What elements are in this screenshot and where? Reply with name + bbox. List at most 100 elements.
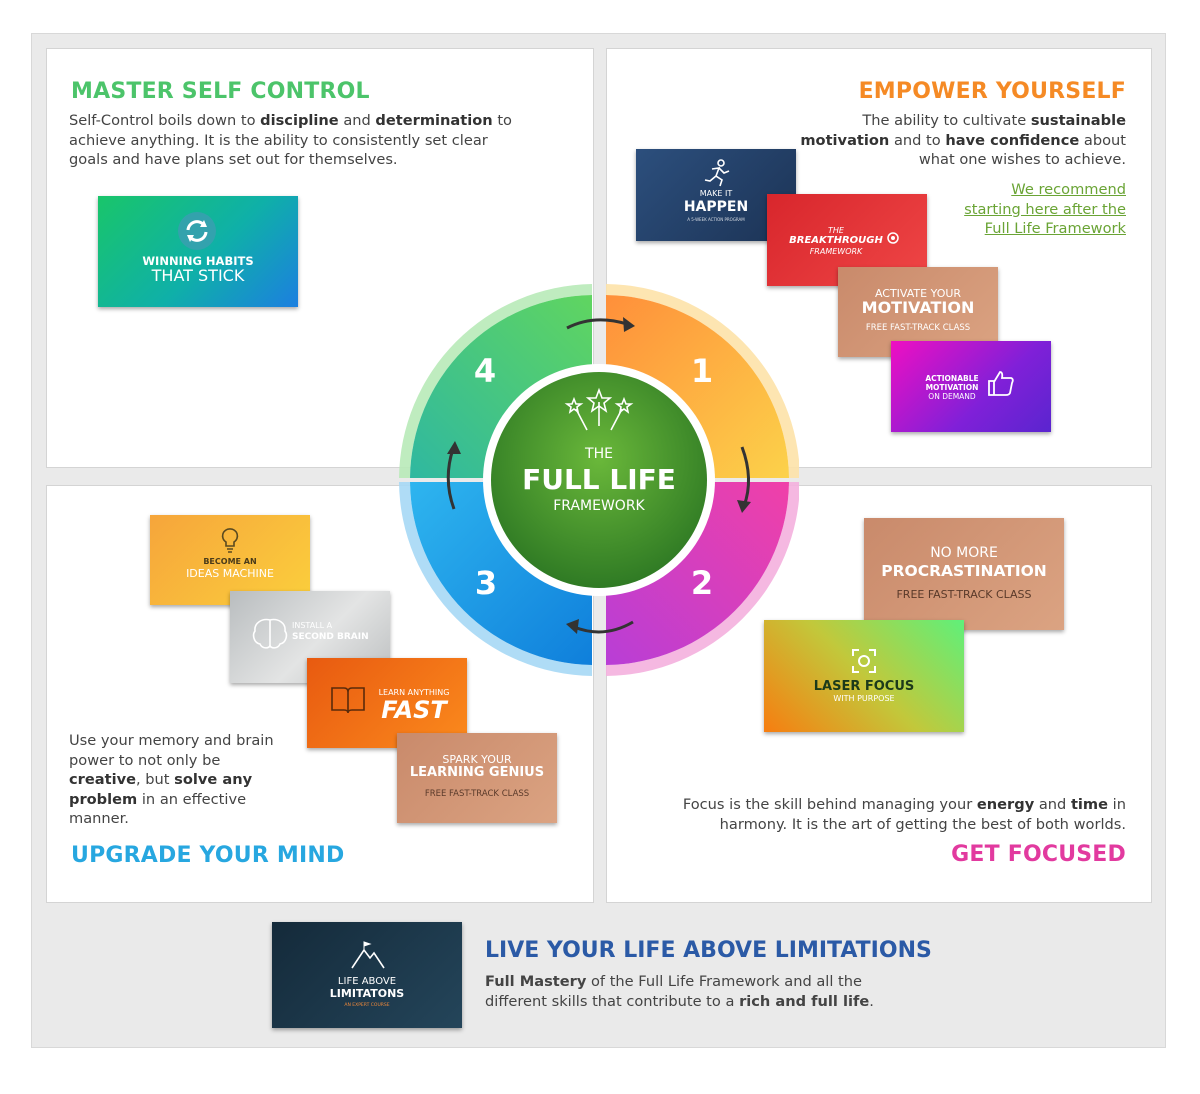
outer-ring-blue (399, 482, 592, 676)
recommend-note[interactable]: We recommend starting here after the Ful… (964, 180, 1126, 239)
card-line-1: LEARN ANYTHING (378, 688, 450, 697)
wheel-number-4: 4 (474, 352, 496, 390)
emphasis-text: determination (375, 112, 493, 129)
body-text: in harmony. It is the art of getting the… (719, 796, 1126, 833)
refresh-icon (178, 212, 216, 250)
card-line-1: MAKE IT (699, 189, 733, 198)
focus-icon (852, 649, 876, 673)
card-line-2: MOTIVATION (925, 383, 979, 392)
card-line-3: FREE FAST-TRACK CLASS (896, 588, 1032, 601)
outer-ring-green (399, 284, 592, 478)
wheel-number-3: 3 (475, 564, 497, 602)
card-line-2: HAPPEN (683, 199, 749, 215)
body-text: to achieve anything. It is the ability t… (69, 112, 512, 168)
life-above-limitations-card[interactable]: LIFE ABOVE LIMITATONS AN EXPERT COURSE (272, 922, 462, 1028)
card-line-1: SPARK YOUR (442, 753, 512, 766)
center-line-1: THE (584, 446, 613, 462)
bottom-body: Full Mastery of the Full Life Framework … (485, 972, 905, 1011)
card-line-2: SECOND BRAIN (292, 632, 369, 642)
get-focused-body: Focus is the skill behind managing your … (646, 795, 1126, 834)
body-text: and to (889, 131, 946, 149)
body-text: in an effective manner. (69, 790, 247, 828)
card-line-2: LEARNING GENIUS (409, 765, 545, 780)
center-line-2: FULL LIFE (522, 463, 676, 496)
emphasis-text: rich and full life (739, 992, 870, 1010)
body-text: and (338, 112, 376, 129)
winning-habits-card[interactable]: WINNING HABITS THAT STICK (98, 196, 298, 307)
card-line-3: FRAMEWORK (809, 247, 863, 256)
card-line-2: BREAKTHROUGH (789, 235, 883, 246)
card-line-3: ON DEMAND (928, 392, 976, 401)
card-line-3: A 5-WEEK ACTION PROGRAM (687, 217, 745, 222)
emphasis-text: creative (69, 771, 136, 788)
card-line-3: AN EXPERT COURSE (344, 1003, 390, 1008)
card-line-1: ACTIONABLE (925, 374, 979, 383)
wheel-number-1: 1 (691, 352, 713, 390)
card-line-1: LIFE ABOVE (337, 976, 397, 987)
upgrade-your-mind-body: Use your memory and brain power to not o… (69, 731, 289, 829)
card-line-1: NO MORE (930, 545, 998, 561)
upgrade-your-mind-title: UPGRADE YOUR MIND (71, 843, 345, 868)
body-text: Use your memory and brain power to not o… (69, 732, 274, 769)
brain-icon (252, 618, 288, 649)
runner-icon (704, 159, 730, 187)
wheel-number-2: 2 (691, 564, 713, 602)
center-circle[interactable] (491, 372, 707, 588)
laser-focus-card[interactable]: LASER FOCUS WITH PURPOSE (764, 620, 964, 732)
actionable-motivation-card[interactable]: ACTIONABLE MOTIVATION ON DEMAND (891, 341, 1051, 432)
spark-learning-genius-card[interactable]: SPARK YOUR LEARNING GENIUS FREE FAST-TRA… (397, 733, 557, 823)
empower-yourself-title: EMPOWER YOURSELF (858, 79, 1126, 104)
bottom-title: LIVE YOUR LIFE ABOVE LIMITATIONS (485, 938, 932, 963)
card-line-1: WINNING HABITS (142, 254, 254, 268)
card-line-1: BECOME AN (203, 557, 257, 566)
outer-ring-magenta (606, 482, 799, 676)
body-text: The ability to cultivate (862, 112, 1031, 129)
body-text: . (869, 992, 874, 1010)
arrow-3-to-4 (446, 448, 456, 510)
card-line-2: FAST (381, 696, 447, 724)
recommend-line-3: Full Life Framework (984, 220, 1126, 237)
emphasis-text: Full Mastery (485, 973, 587, 990)
card-line-2: MOTIVATION (861, 298, 975, 317)
emphasis-text: time (1070, 796, 1109, 813)
body-text: and (1034, 796, 1071, 813)
arrow-2-to-3 (573, 620, 634, 634)
card-line-1: THE (828, 226, 844, 235)
card-line-2: WITH PURPOSE (833, 694, 895, 703)
body-text: of the Full Life Framework and all the d… (485, 973, 862, 1010)
body-text: Focus is the skill behind managing your (682, 796, 977, 813)
body-text: , but (135, 771, 175, 788)
mountain-icon (351, 941, 385, 969)
body-text: Self-Control boils down to (69, 112, 261, 129)
ideas-machine-card[interactable]: BECOME AN IDEAS MACHINE (150, 515, 310, 605)
card-line-2: PROCRASTINATION (881, 562, 1047, 580)
recommend-line-2: starting here after the (964, 200, 1126, 218)
master-self-control-title: MASTER SELF CONTROL (71, 79, 370, 104)
gear-icon (887, 232, 899, 244)
recommend-line-1: We recommend (1011, 181, 1126, 198)
card-line-1: LASER FOCUS (813, 679, 915, 694)
arrow-heads (447, 317, 751, 634)
arrow-4-to-1 (566, 318, 628, 330)
card-line-1: ACTIVATE YOUR (874, 287, 962, 300)
body-text: about what one wishes to achieve. (918, 131, 1126, 169)
card-line-3: FREE FAST-TRACK CLASS (424, 789, 530, 799)
emphasis-text: have confidence (945, 131, 1080, 149)
fireworks-icon (564, 387, 634, 431)
book-icon (331, 687, 365, 714)
card-line-2: THAT STICK (151, 266, 245, 285)
card-line-1: INSTALL A (292, 621, 333, 630)
thumbs-up-icon (988, 371, 1014, 396)
quadrant-master-self-control: MASTER SELF CONTROL Self-Control boils d… (46, 48, 594, 468)
emphasis-text: energy (976, 796, 1035, 813)
lightbulb-icon (221, 528, 239, 553)
card-line-2: IDEAS MACHINE (186, 567, 274, 580)
emphasis-text: discipline (260, 112, 339, 129)
card-line-3: FREE FAST-TRACK CLASS (865, 323, 971, 333)
emphasis-text: solve any problem (69, 771, 253, 808)
center-line-3: FRAMEWORK (553, 498, 645, 514)
framework-wheel: 1 2 3 4 THE FULL LIFE FRAMEWORK (399, 284, 799, 676)
no-more-procrastination-card[interactable]: NO MORE PROCRASTINATION FREE FAST-TRACK … (864, 518, 1064, 630)
empower-yourself-body: The ability to cultivate sustainable mot… (786, 111, 1126, 170)
card-line-2: LIMITATONS (329, 987, 405, 1000)
